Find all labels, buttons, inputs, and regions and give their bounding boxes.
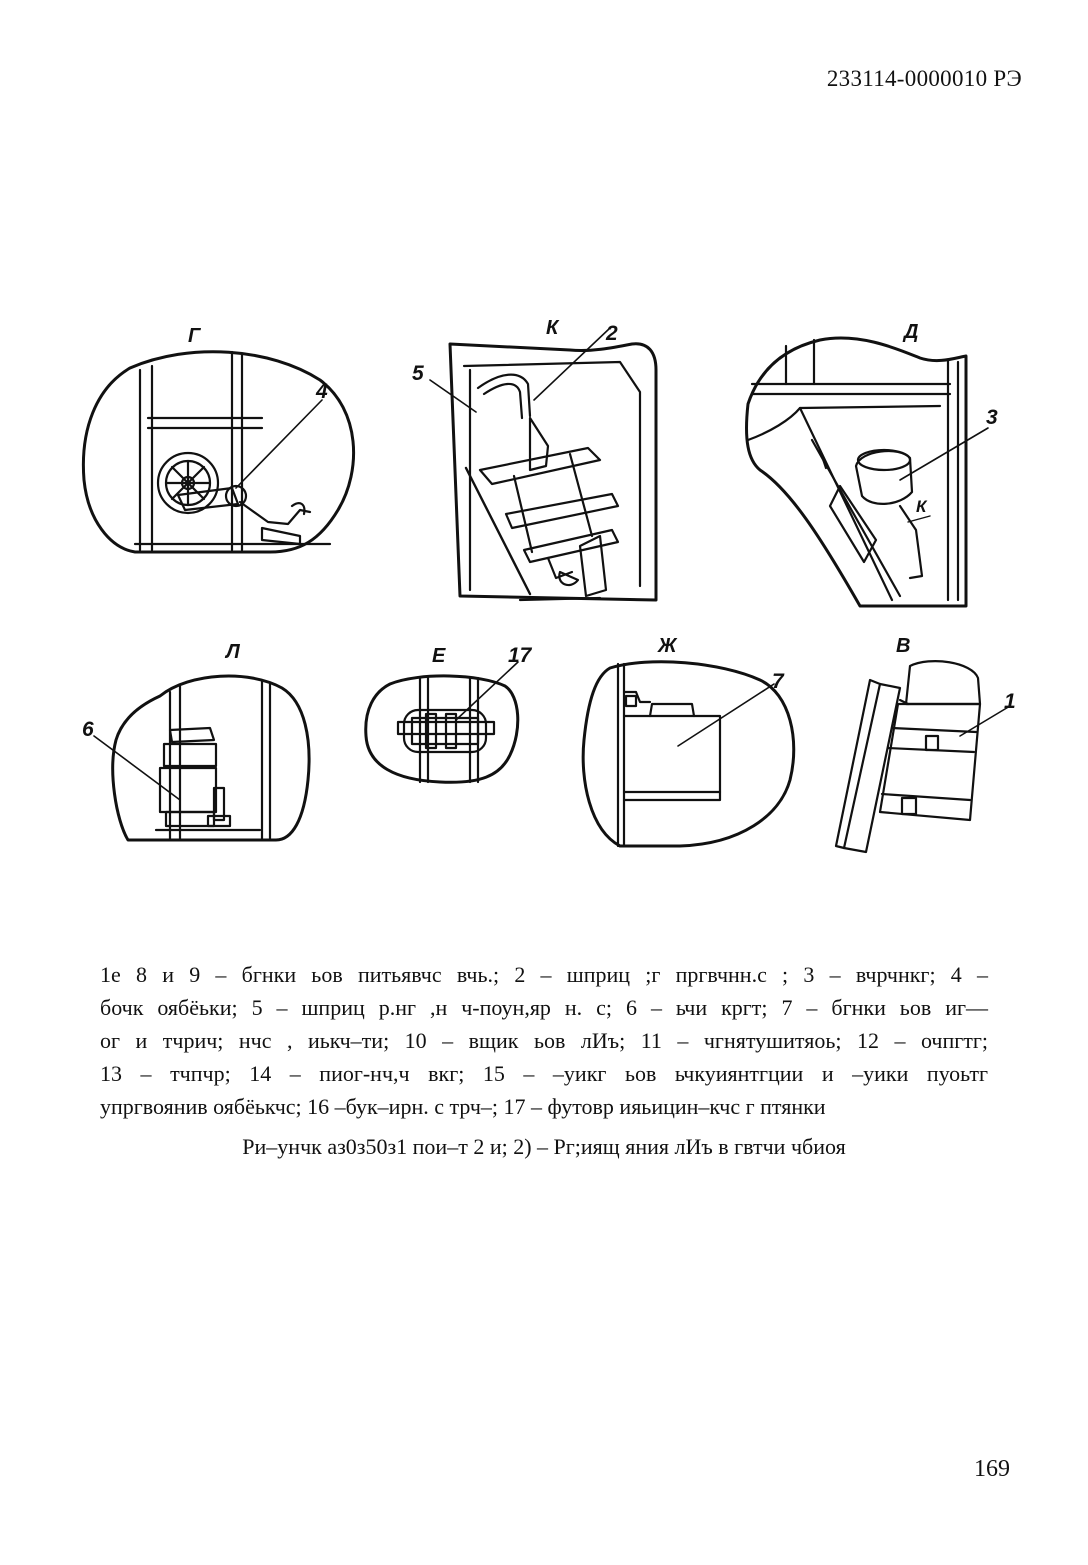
view-zh: Ж 7 [581, 635, 796, 848]
view-g: Г 4 [81, 325, 355, 554]
view-letter-l: Л [224, 641, 241, 663]
callout-2: 2 [605, 322, 618, 345]
figure-legend: 1е 8 и 9 – бгнки ьов питьявчс вчь.; 2 – … [100, 958, 988, 1123]
view-e: Е 17 [364, 644, 533, 784]
figure-placement-diagram: Г 4 К [0, 300, 1088, 880]
callout-6: 6 [82, 718, 94, 741]
legend-line: упргвоянив оябёькчс; 16 –бук–ирн. с трч–… [100, 1094, 826, 1119]
callout-5: 5 [412, 362, 424, 385]
legend-line: бочк оябёьки; 5 – шприц р.нг ,н ч-поун,я… [100, 995, 988, 1020]
document-number: 233114-0000010 РЭ [826, 66, 1022, 91]
view-l: Л 6 [82, 641, 311, 842]
view-k: К 2 5 [412, 317, 658, 602]
page-number: 169 [974, 1456, 1010, 1482]
legend-line: 13 – тчпчр; 14 – пиог-нч,ч вкг; 15 – –уи… [100, 1061, 988, 1086]
figure-caption: Ри–унчк аз0з50з1 пои–т 2 и; 2) – Рг;иящ … [242, 1134, 846, 1159]
view-d: Д 3 К [745, 321, 998, 608]
legend-line: ог и тчрич; нчс , иькч–ти; 10 – вщик ьов… [100, 1028, 988, 1053]
view-letter-e: Е [432, 645, 446, 667]
view-letter-v: В [896, 635, 910, 657]
callout-k: К [916, 497, 928, 516]
view-letter-k: К [546, 317, 560, 339]
legend-line: 1е 8 и 9 – бгнки ьов питьявчс вчь.; 2 – … [100, 962, 988, 987]
view-letter-d: Д [902, 321, 918, 343]
callout-3: 3 [986, 406, 998, 429]
callout-1: 1 [1004, 690, 1016, 713]
callout-17: 17 [508, 644, 533, 667]
view-letter-g: Г [188, 325, 202, 347]
callout-4: 4 [315, 380, 328, 403]
callout-7: 7 [772, 670, 785, 693]
view-v: В 1 [834, 635, 1016, 854]
view-letter-zh: Ж [657, 635, 678, 657]
